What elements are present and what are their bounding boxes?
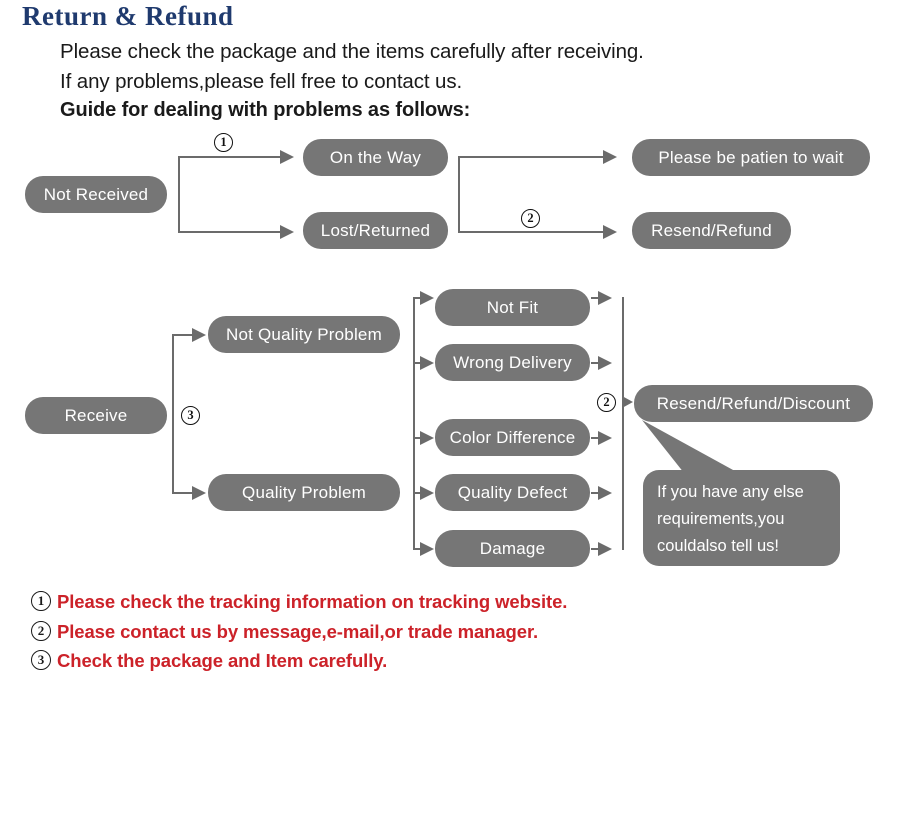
pill-on-the-way: On the Way: [303, 139, 448, 176]
pill-please-be-patient-to-wait: Please be patien to wait: [632, 139, 870, 176]
connector-fanin-from-damage: [591, 548, 601, 550]
pill-quality-problem: Quality Problem: [208, 474, 400, 511]
arrowhead-to-not-quality-problem: [192, 328, 206, 342]
marker-3-flow2: 3: [181, 406, 200, 425]
connector-bracket-1-top: [178, 156, 282, 158]
connector-fanin-from-quality-defect: [591, 492, 601, 494]
note-text-1: Please check the tracking information on…: [57, 591, 568, 612]
connector-bracket-3-vertical: [172, 334, 174, 493]
arrowhead-color-difference: [420, 431, 434, 445]
arrowhead-fanin-color-difference: [598, 431, 612, 445]
note-text-3: Check the package and Item carefully.: [57, 650, 388, 671]
connector-fanout-to-color-difference: [413, 437, 423, 439]
connector-fanin-from-not-fit: [591, 297, 601, 299]
intro-line-2: If any problems,please fell free to cont…: [60, 70, 463, 93]
pill-quality-defect: Quality Defect: [435, 474, 590, 511]
marker-2-flow2: 2: [597, 393, 616, 412]
pill-resend-refund: Resend/Refund: [632, 212, 791, 249]
arrowhead-to-please-be-patient: [603, 150, 617, 164]
note-number-3: 3: [31, 650, 51, 670]
arrowhead-to-lost-returned: [280, 225, 294, 239]
intro-line-1: Please check the package and the items c…: [60, 40, 644, 63]
connector-bracket-1-vertical: [178, 156, 180, 233]
connector-bracket-2-top: [458, 156, 605, 158]
connector-fanout-to-wrong-delivery: [413, 362, 423, 364]
note-number-1: 1: [31, 591, 51, 611]
arrowhead-damage: [420, 542, 434, 556]
arrowhead-to-on-the-way: [280, 150, 294, 164]
connector-bracket-2-vertical: [458, 156, 460, 233]
connector-bracket-3-bottom: [172, 492, 194, 494]
connector-bracket-2-bottom: [458, 231, 605, 233]
pill-receive: Receive: [25, 397, 167, 434]
pill-lost-returned: Lost/Returned: [303, 212, 448, 249]
intro-line-3: Guide for dealing with problems as follo…: [60, 99, 471, 121]
arrowhead-fanin-wrong-delivery: [598, 356, 612, 370]
arrowhead-not-fit: [420, 291, 434, 305]
callout-bubble: If you have any else requirements,you co…: [643, 470, 840, 566]
arrowhead-to-quality-problem: [192, 486, 206, 500]
arrowhead-fanin-quality-defect: [598, 486, 612, 500]
arrowhead-to-resend-refund: [603, 225, 617, 239]
pill-damage: Damage: [435, 530, 590, 567]
pill-resend-refund-discount: Resend/Refund/Discount: [634, 385, 873, 422]
connector-bracket-1-bottom: [178, 231, 282, 233]
pill-not-fit: Not Fit: [435, 289, 590, 326]
arrowhead-to-resend-refund-discount: [622, 396, 633, 408]
connector-fanout-to-quality-defect: [413, 492, 423, 494]
arrowhead-quality-defect: [420, 486, 434, 500]
note-number-2: 2: [31, 621, 51, 641]
connector-fanout-vertical: [413, 297, 415, 550]
pill-not-quality-problem: Not Quality Problem: [208, 316, 400, 353]
connector-fanin-from-wrong-delivery: [591, 362, 601, 364]
connector-fanout-to-not-fit: [413, 297, 423, 299]
marker-1-flow1: 1: [214, 133, 233, 152]
arrowhead-wrong-delivery: [420, 356, 434, 370]
connector-fanin-vertical: [622, 297, 624, 550]
marker-2-flow1: 2: [521, 209, 540, 228]
connector-fanin-from-color-difference: [591, 437, 601, 439]
page-title: Return & Refund: [22, 1, 234, 31]
pill-not-received: Not Received: [25, 176, 167, 213]
note-text-2: Please contact us by message,e-mail,or t…: [57, 621, 539, 642]
connector-fanout-to-damage: [413, 548, 423, 550]
arrowhead-fanin-not-fit: [598, 291, 612, 305]
pill-wrong-delivery: Wrong Delivery: [435, 344, 590, 381]
connector-bracket-3-top: [172, 334, 194, 336]
pill-color-difference: Color Difference: [435, 419, 590, 456]
arrowhead-fanin-damage: [598, 542, 612, 556]
